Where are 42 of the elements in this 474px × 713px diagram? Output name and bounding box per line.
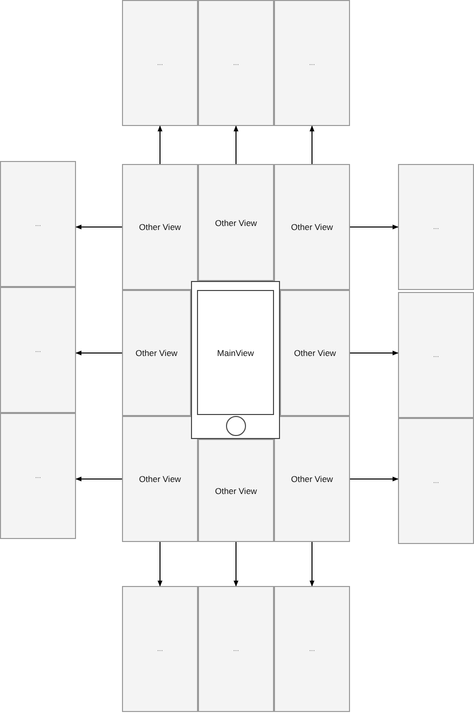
arrow <box>310 125 314 164</box>
view-label: Other View <box>136 348 178 358</box>
view-label: Other View <box>139 474 181 484</box>
phone-drawing <box>191 281 280 439</box>
arrow <box>234 125 238 164</box>
view-panel <box>122 416 198 542</box>
arrow <box>350 224 399 230</box>
arrow <box>158 125 162 164</box>
view-label: Other View <box>291 474 333 484</box>
view-panel <box>274 586 350 712</box>
view-panel <box>122 0 198 126</box>
view-panel <box>274 164 350 290</box>
view-label: Other View <box>139 222 181 232</box>
view-panel <box>398 418 474 544</box>
arrow <box>75 350 122 356</box>
arrow <box>310 542 314 587</box>
arrow <box>75 476 122 482</box>
view-panel <box>0 287 76 413</box>
view-label: Other View <box>215 218 257 228</box>
view-label: Other View <box>215 486 257 496</box>
view-panel <box>198 439 274 542</box>
view-panel <box>0 161 76 287</box>
arrow <box>350 350 399 356</box>
view-panel <box>274 416 350 542</box>
view-label: MainView <box>217 348 254 358</box>
arrow <box>75 224 122 230</box>
view-panel <box>198 164 274 281</box>
view-panel <box>122 164 198 290</box>
view-panel <box>274 0 350 126</box>
view-panel <box>398 292 474 418</box>
arrow <box>234 542 238 587</box>
view-panel <box>0 413 76 539</box>
arrow <box>350 476 399 482</box>
view-panel <box>280 290 350 416</box>
view-panel <box>198 0 274 126</box>
view-panel <box>198 586 274 712</box>
view-panel <box>122 290 191 416</box>
view-label: Other View <box>291 222 333 232</box>
view-panel <box>122 586 198 712</box>
view-panel <box>398 164 474 290</box>
arrow <box>158 542 162 587</box>
view-label: Other View <box>294 348 336 358</box>
